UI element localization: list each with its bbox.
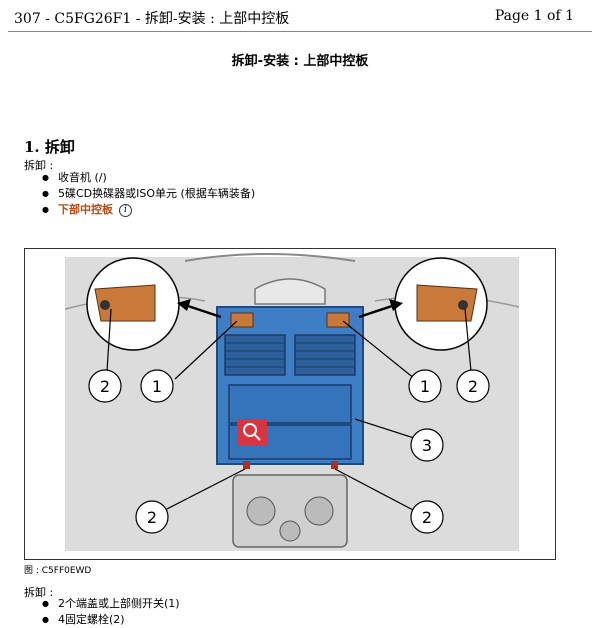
hvac-knob-left	[246, 496, 276, 526]
arrow-left	[184, 303, 222, 319]
lower-console-link[interactable]: 下部中控板	[58, 203, 113, 216]
vent-left	[224, 334, 286, 376]
list-item: 5碟CD换碟器或ISO单元 (根据车辆装备)	[40, 186, 255, 202]
removal-label: 拆卸 :	[24, 159, 54, 172]
callouts	[88, 369, 490, 534]
page-title: 拆卸-安装 : 上部中控板	[231, 54, 369, 69]
steering-column	[254, 278, 326, 305]
header-title: 307 - C5FG26F1 - 拆卸-安装 : 上部中控板	[14, 11, 290, 27]
header-divider	[8, 31, 592, 32]
arrow-right	[358, 303, 396, 319]
list-item-link: 下部中控板 i	[40, 202, 255, 218]
list-item: 2个端盖或上部侧开关(1)	[40, 596, 180, 612]
removal-steps-list: 2个端盖或上部侧开关(1) 4固定螺栓(2)	[40, 596, 180, 628]
list-item: 4固定螺栓(2)	[40, 612, 180, 628]
callout-2-top-left: 2	[100, 377, 110, 396]
switch-right	[326, 312, 350, 328]
hvac-knob-right	[304, 496, 334, 526]
page-header: 307 - C5FG26F1 - 拆卸-安装 : 上部中控板 Page 1 of…	[0, 0, 600, 34]
section-heading-removal: 1. 拆卸	[24, 138, 75, 156]
list-item: 收音机 (/)	[40, 170, 255, 186]
vent-right	[294, 334, 356, 376]
callout-2-bottom-right: 2	[422, 508, 432, 527]
figure-frame: 2 1 1 2 3 2 2	[24, 248, 556, 560]
callout-1-right: 1	[420, 377, 430, 396]
radio-opening-upper	[228, 384, 352, 424]
callout-1-left: 1	[152, 377, 162, 396]
switch-left	[230, 312, 254, 328]
hvac-knob-center	[279, 520, 301, 542]
callout-2-bottom-left: 2	[147, 508, 157, 527]
magnifier-icon[interactable]	[237, 419, 267, 445]
callout-3: 3	[422, 436, 432, 455]
dashboard-illustration: 2 1 1 2 3 2 2	[64, 253, 520, 551]
removal-prerequisite-list: 收音机 (/) 5碟CD换碟器或ISO单元 (根据车辆装备) 下部中控板 i	[40, 170, 255, 218]
info-icon[interactable]: i	[119, 203, 132, 217]
figure-caption: 图 : C5FF0EWD	[24, 566, 92, 576]
screw-right	[331, 461, 338, 469]
dash-top-curve	[184, 253, 356, 262]
callout-2-top-right: 2	[468, 377, 478, 396]
page-number: Page 1 of 1	[494, 8, 574, 24]
hvac-panel	[232, 474, 348, 548]
screw-left	[243, 461, 250, 469]
